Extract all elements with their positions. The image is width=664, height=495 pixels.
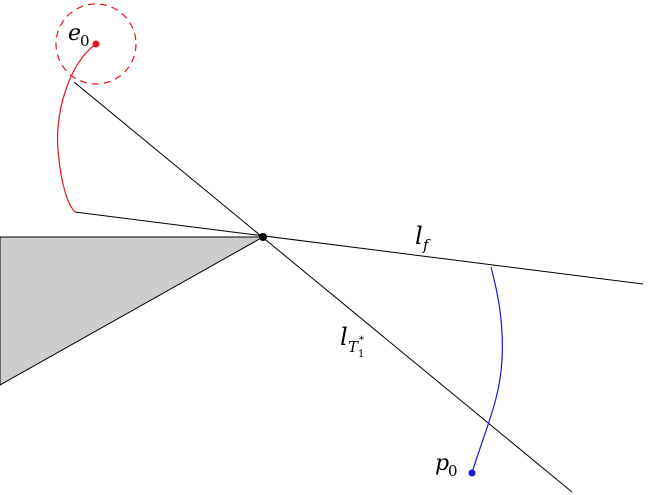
label-p0-base: p	[435, 451, 449, 476]
label-lf: l f	[415, 222, 431, 254]
e0-point	[92, 40, 100, 48]
label-e0-sub: 0	[80, 32, 90, 50]
line-lf	[74, 211, 644, 285]
label-e0: e 0	[68, 21, 90, 50]
label-lt1-sub: T	[348, 338, 359, 356]
shaded-region	[0, 236, 265, 386]
label-lt1-base: l	[340, 323, 348, 351]
p0-point	[468, 469, 476, 477]
label-lt1-subsub: 1	[358, 349, 364, 360]
label-lf-sub: f	[422, 236, 431, 254]
capture-circle	[55, 3, 137, 85]
label-p0: p 0	[435, 451, 458, 480]
label-p0-sub: 0	[448, 462, 458, 480]
intersection-point	[259, 233, 267, 241]
label-lt1: l T 1 *	[340, 323, 364, 360]
label-lf-base: l	[415, 222, 423, 250]
label-e0-base: e	[68, 21, 81, 46]
pursuer-path	[471, 266, 503, 474]
label-lt1-sup: *	[359, 335, 364, 346]
evader-path	[57, 43, 97, 213]
